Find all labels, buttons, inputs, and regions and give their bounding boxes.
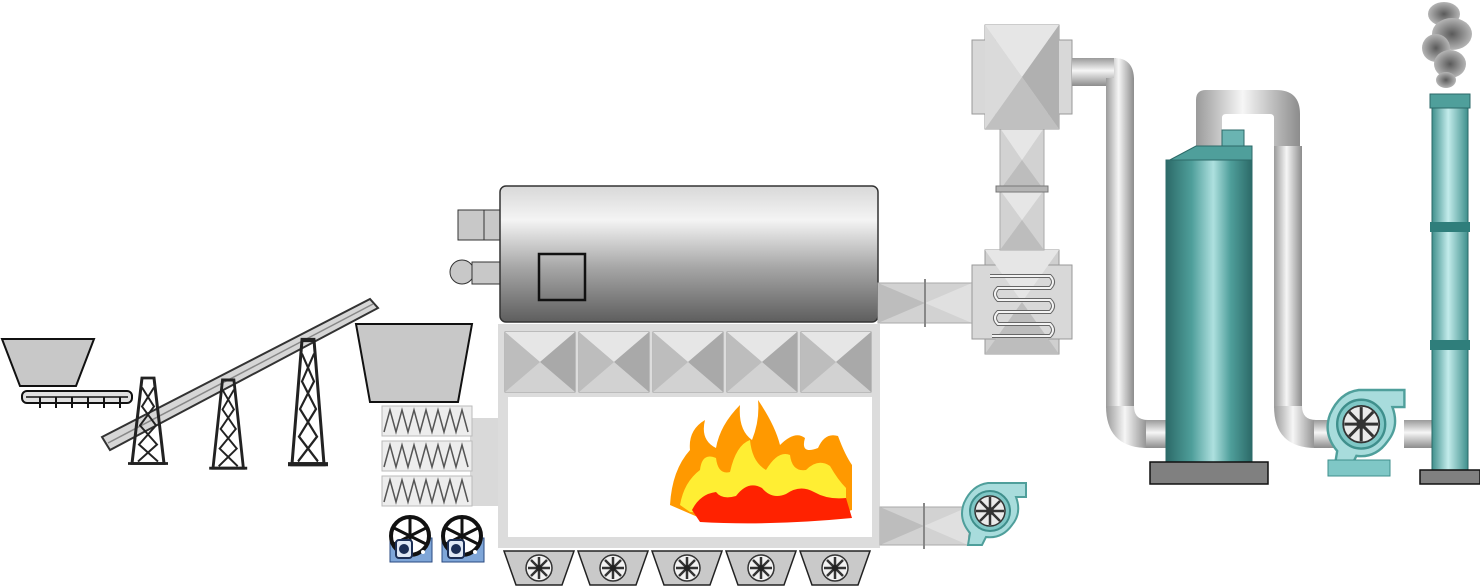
furnace (498, 324, 880, 548)
flue-pipe-2 (1274, 146, 1336, 448)
duct-box (971, 24, 1073, 130)
chimney-stack (1419, 93, 1480, 485)
forced-draft-fan (960, 481, 1028, 547)
induced-draft-fan (1326, 388, 1434, 477)
smoke (1422, 2, 1472, 88)
economizer (971, 249, 1073, 355)
belt-conveyor (100, 297, 380, 470)
flue-pipe-1 (1072, 58, 1168, 448)
stoker-grate (381, 405, 498, 507)
scrubber-tower (1149, 90, 1300, 485)
stoker-drives (388, 515, 486, 564)
feed-hopper (0, 338, 96, 387)
vertical-duct (995, 127, 1049, 251)
boiler-drum (449, 185, 879, 323)
screw-feeder (21, 390, 133, 408)
air-duct (879, 503, 969, 549)
furnace-hopper (354, 323, 474, 403)
flame (670, 400, 852, 524)
flue-duct (877, 279, 973, 327)
underfire-fans (502, 549, 872, 587)
